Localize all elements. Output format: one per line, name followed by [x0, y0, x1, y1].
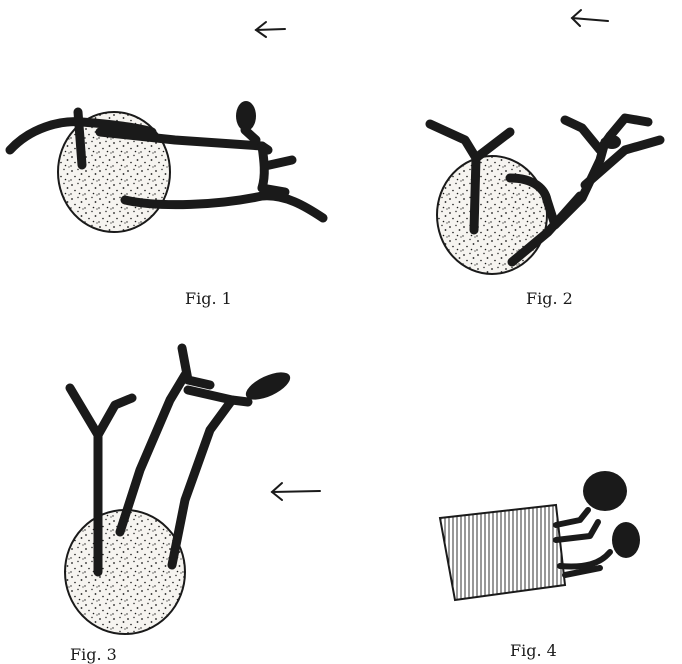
cotyledon-leaf: [583, 471, 627, 511]
seed-tube: [440, 505, 565, 600]
figure-4: Fig. 4: [440, 471, 640, 660]
light-direction-arrow: [572, 10, 608, 26]
figure-4-caption: Fig. 4: [510, 641, 557, 660]
figure-2: Fig. 2: [430, 10, 660, 308]
light-direction-arrow: [256, 22, 285, 37]
light-direction-arrow: [272, 483, 320, 500]
figure-1: Fig. 1: [10, 22, 323, 308]
soil-ball: [437, 156, 547, 274]
cotyledon-leaf: [236, 101, 256, 131]
figure-1-caption: Fig. 1: [185, 289, 232, 308]
figure-3-caption: Fig. 3: [70, 645, 117, 664]
cotyledon-leaf: [612, 522, 640, 558]
figure-2-caption: Fig. 2: [526, 289, 573, 308]
cotyledon-leaf: [603, 135, 621, 149]
seedling-stems: [556, 510, 610, 575]
figure-3: Fig. 3: [65, 348, 320, 664]
